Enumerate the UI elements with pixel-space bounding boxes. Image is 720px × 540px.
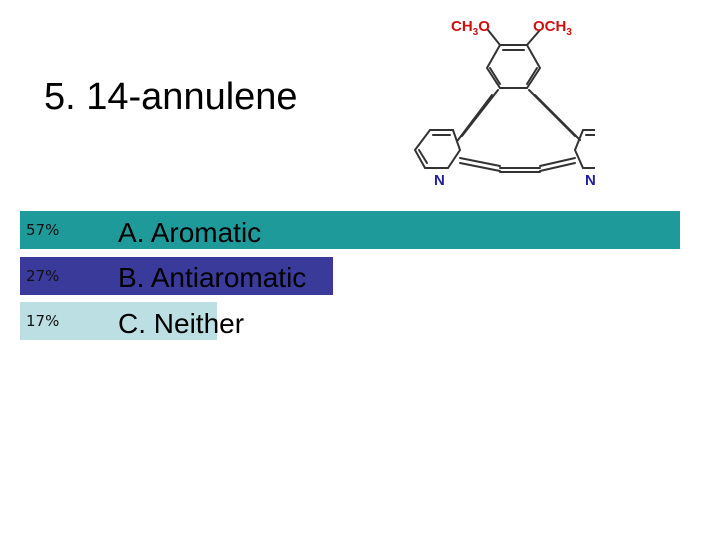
bar-a	[20, 211, 680, 249]
bar-b	[20, 257, 333, 295]
option-b-label: B. Antiaromatic	[118, 262, 307, 293]
option-a-label: A. Aromatic	[118, 217, 262, 248]
nitrogen-left-label: N	[434, 172, 445, 189]
substituent-right-label: OCH3	[533, 18, 572, 38]
molecule-bonds	[413, 29, 595, 173]
bar-value-label-b: 27%	[26, 267, 59, 285]
bar-c	[20, 302, 217, 340]
option-c-label: C. Neither	[118, 308, 245, 339]
slide-title: 5. 14-annulene	[44, 76, 298, 118]
molecule-structure: CH3O OCH3 N N	[413, 18, 595, 189]
substituent-left-label: CH3O	[451, 18, 490, 38]
nitrogen-right-label: N	[585, 172, 595, 189]
bar-value-label-c: 17%	[26, 312, 59, 330]
bar-value-label-a: 57%	[26, 221, 59, 239]
